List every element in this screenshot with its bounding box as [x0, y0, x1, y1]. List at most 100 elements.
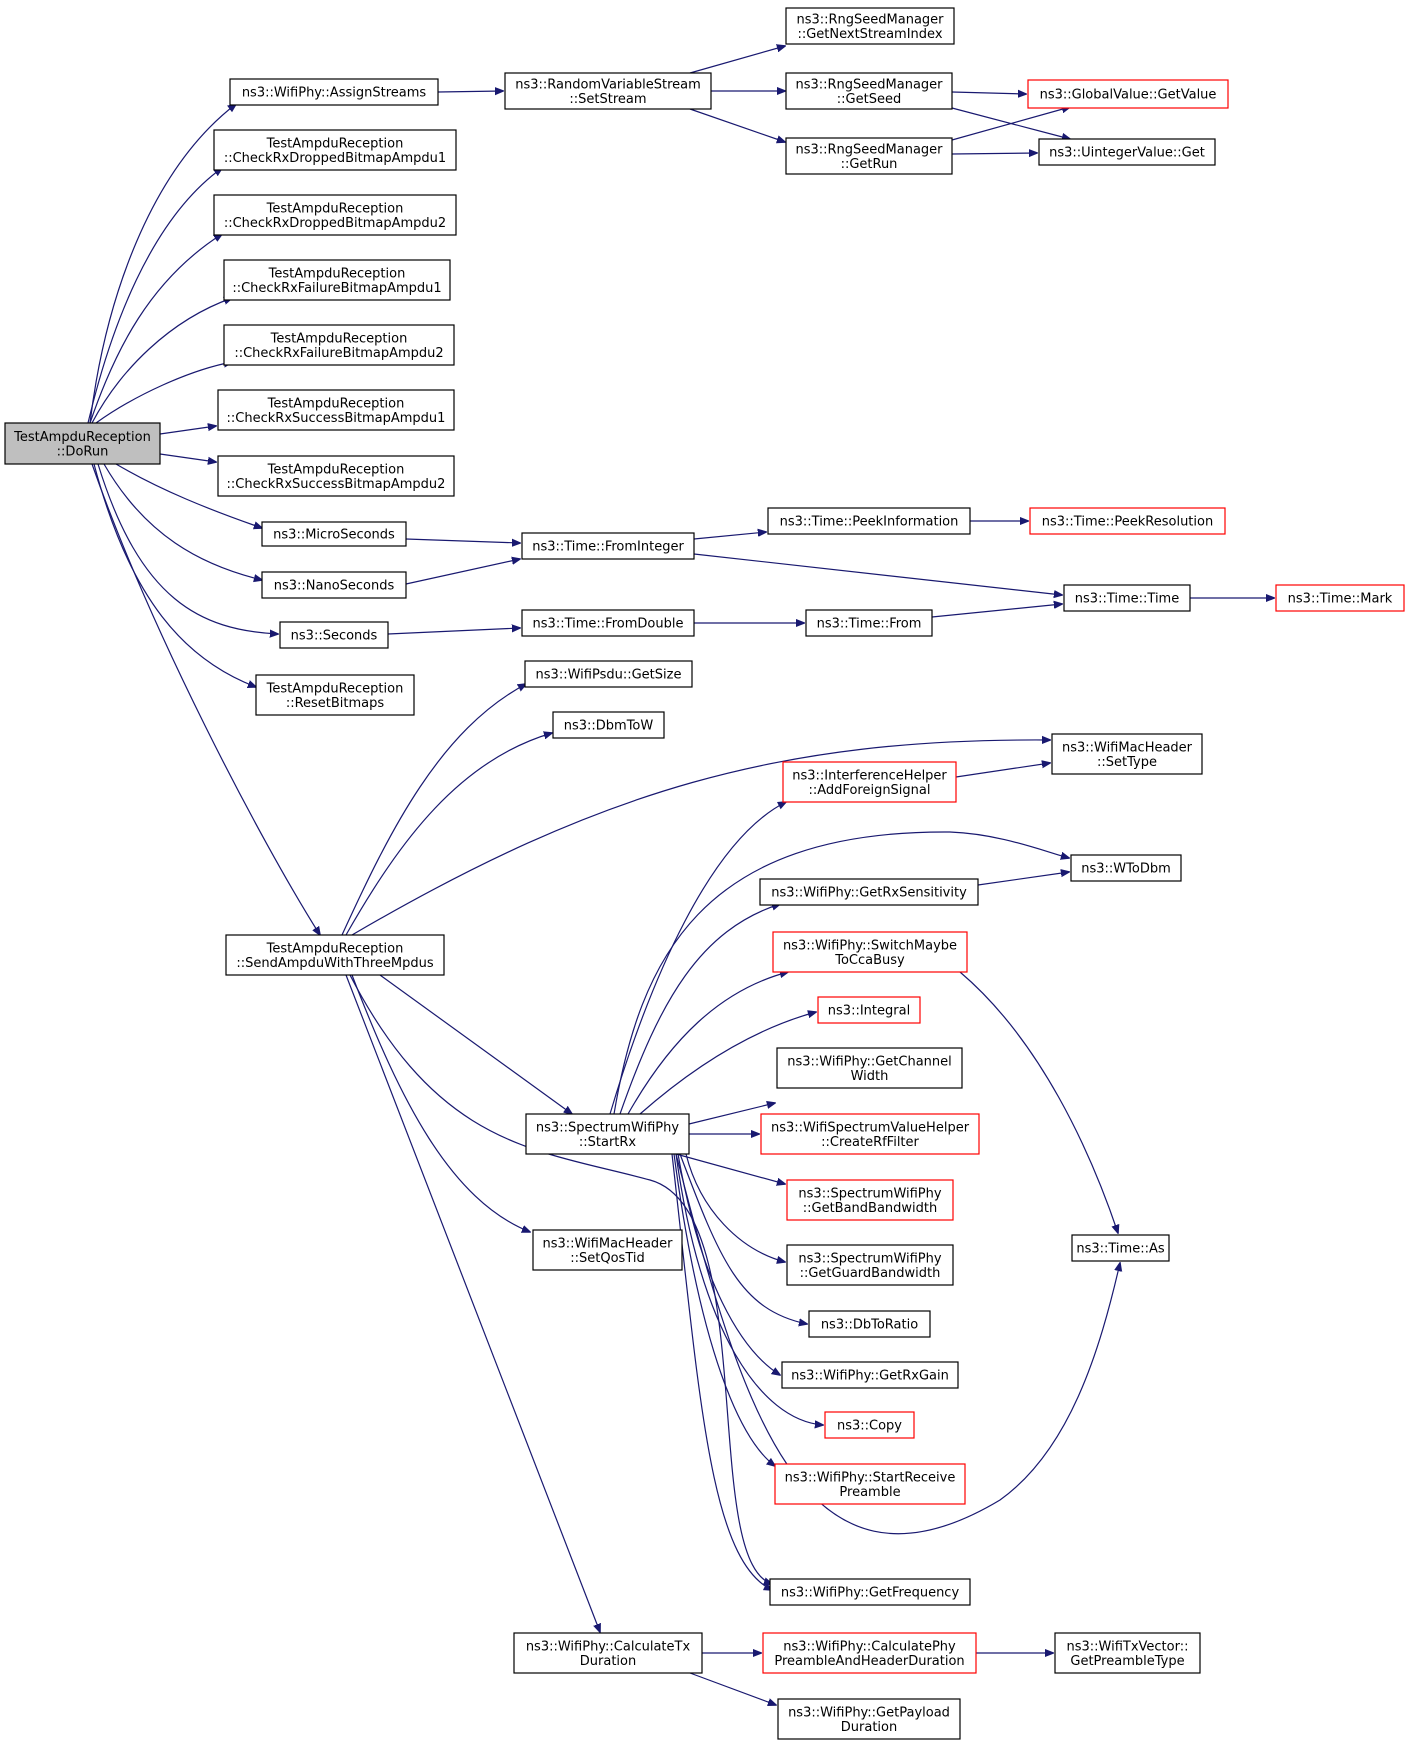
edge-micro-to-frominteger: [405, 538, 520, 543]
node-box: [777, 1698, 961, 1740]
node-assign[interactable]: ns3::WifiPhy::AssignStreams: [229, 78, 439, 106]
node-cdrop1[interactable]: TestAmpduReception::CheckRxDroppedBitmap…: [213, 129, 457, 171]
nodes-layer: TestAmpduReception::DoRun ns3::WifiPhy::A…: [4, 7, 1405, 1740]
node-rffilter[interactable]: ns3::WifiSpectrumValueHelper::CreateRfFi…: [760, 1113, 980, 1155]
node-label: ::GetNextStreamIndex: [797, 27, 942, 42]
node-setqos[interactable]: ns3::WifiMacHeader::SetQosTid: [532, 1229, 683, 1271]
node-label: Duration: [580, 1654, 636, 1669]
node-bandbw[interactable]: ns3::SpectrumWifiPhy::GetBandBandwidth: [786, 1179, 954, 1221]
node-box: [759, 878, 979, 906]
node-box: [552, 711, 665, 739]
edge-getseed-to-gvget: [951, 92, 1026, 94]
edge-frominteger-to-timetime: [693, 553, 1062, 595]
node-copy[interactable]: ns3::Copy: [824, 1411, 915, 1439]
node-wtodbm[interactable]: ns3::WToDbm: [1070, 854, 1182, 882]
node-box: [261, 571, 407, 599]
edge-dorun-to-cfail2: [95, 362, 232, 424]
node-label: ns3::Time::FromDouble: [533, 617, 684, 632]
node-uiget[interactable]: ns3::UintegerValue::Get: [1038, 138, 1216, 166]
node-seconds[interactable]: ns3::Seconds: [279, 621, 389, 649]
edge-from-to-timetime: [931, 604, 1062, 618]
node-label: ns3::UintegerValue::Get: [1049, 146, 1205, 161]
node-csucc2[interactable]: TestAmpduReception::CheckRxSuccessBitmap…: [217, 455, 455, 497]
node-settype[interactable]: ns3::WifiMacHeader::SetType: [1051, 733, 1203, 775]
edge-dorun-to-cfail1: [91, 298, 232, 424]
node-box: [1038, 138, 1216, 166]
node-label: ns3::WifiPhy::GetRxSensitivity: [771, 886, 967, 901]
node-box: [1029, 507, 1226, 535]
node-box: [774, 1463, 966, 1505]
edge-startrx-to-copy: [675, 1153, 823, 1425]
node-nextstream[interactable]: ns3::RngSeedManager::GetNextStreamIndex: [785, 7, 955, 45]
node-pretype[interactable]: ns3::WifiTxVector::GetPreambleType: [1054, 1632, 1201, 1674]
node-dorun[interactable]: TestAmpduReception::DoRun: [4, 422, 161, 465]
node-getseed[interactable]: ns3::RngSeedManager::GetSeed: [785, 72, 953, 110]
node-startrx[interactable]: ns3::SpectrumWifiPhy::StartRx: [525, 1113, 690, 1155]
node-label: TestAmpduReception: [266, 681, 404, 696]
node-calcphy[interactable]: ns3::WifiPhy::CalculatePhyPreambleAndHea…: [762, 1632, 977, 1674]
node-mark[interactable]: ns3::Time::Mark: [1275, 584, 1405, 612]
node-box: [776, 1047, 963, 1089]
node-rvs[interactable]: ns3::RandomVariableStream::SetStream: [504, 72, 712, 110]
node-box: [1070, 854, 1182, 882]
node-nano[interactable]: ns3::NanoSeconds: [261, 571, 407, 599]
edge-dorun-to-nano: [103, 463, 262, 580]
edge-startrx-to-wtodbm: [613, 831, 1069, 1115]
node-rxgain[interactable]: ns3::WifiPhy::GetRxGain: [781, 1361, 959, 1389]
edge-send-to-settype: [351, 740, 1050, 936]
node-box: [504, 72, 712, 110]
node-dbmtow[interactable]: ns3::DbmToW: [552, 711, 665, 739]
node-micro[interactable]: ns3::MicroSeconds: [261, 521, 407, 547]
node-cfail2[interactable]: TestAmpduReception::CheckRxFailureBitmap…: [223, 324, 455, 366]
node-frominteger[interactable]: ns3::Time::FromInteger: [521, 532, 695, 560]
node-csucc1[interactable]: TestAmpduReception::CheckRxSuccessBitmap…: [217, 389, 455, 431]
node-gvget[interactable]: ns3::GlobalValue::GetValue: [1027, 79, 1229, 109]
node-peekres[interactable]: ns3::Time::PeekResolution: [1029, 507, 1226, 535]
node-label: ::StartRx: [579, 1135, 637, 1150]
edges-layer: [87, 46, 1274, 1705]
edge-getrun-to-gvget: [951, 107, 1070, 141]
node-label: ::GetSeed: [837, 92, 901, 107]
node-label: ns3::Time::FromInteger: [532, 540, 684, 555]
node-label: ns3::RngSeedManager: [795, 77, 943, 92]
node-timeas[interactable]: ns3::Time::As: [1071, 1234, 1170, 1262]
node-foreign[interactable]: ns3::InterferenceHelper::AddForeignSigna…: [782, 761, 957, 803]
node-box: [786, 1244, 954, 1286]
node-psdusize[interactable]: ns3::WifiPsdu::GetSize: [524, 660, 693, 688]
node-label: ns3::WifiPhy::GetRxGain: [791, 1369, 949, 1384]
node-box: [255, 674, 415, 716]
node-label: TestAmpduReception: [267, 396, 405, 411]
node-cdrop2[interactable]: TestAmpduReception::CheckRxDroppedBitmap…: [213, 194, 457, 236]
node-label: ns3::Time::From: [817, 617, 922, 632]
node-integral[interactable]: ns3::Integral: [817, 996, 921, 1024]
edge-dorun-to-send: [91, 463, 320, 935]
node-peekinfo[interactable]: ns3::Time::PeekInformation: [767, 507, 971, 535]
node-getrun[interactable]: ns3::RngSeedManager::GetRun: [785, 137, 953, 175]
node-box: [525, 1113, 690, 1155]
node-box: [817, 996, 921, 1024]
edge-nano-to-frominteger: [405, 559, 520, 585]
node-fromdouble[interactable]: ns3::Time::FromDouble: [521, 609, 695, 637]
node-send[interactable]: TestAmpduReception::SendAmpduWithThreeMp…: [225, 934, 445, 976]
node-box: [229, 78, 439, 106]
node-label: TestAmpduReception: [266, 201, 404, 216]
node-label: ToCcaBusy: [834, 953, 905, 968]
edge-send-to-dbmtow: [345, 733, 552, 936]
edge-startrx-to-timeas: [675, 1153, 1120, 1535]
edge-getrun-to-uiget: [951, 153, 1037, 154]
node-cfail1[interactable]: TestAmpduReception::CheckRxFailureBitmap…: [223, 259, 451, 301]
node-from[interactable]: ns3::Time::From: [805, 609, 933, 637]
node-box: [213, 194, 457, 236]
edge-dorun-to-csucc2: [159, 453, 216, 462]
node-guardbw[interactable]: ns3::SpectrumWifiPhy::GetGuardBandwidth: [786, 1244, 954, 1286]
node-dbtoratio[interactable]: ns3::DbToRatio: [808, 1310, 931, 1338]
node-reset[interactable]: TestAmpduReception::ResetBitmaps: [255, 674, 415, 716]
node-rxsens[interactable]: ns3::WifiPhy::GetRxSensitivity: [759, 878, 979, 906]
node-timetime[interactable]: ns3::Time::Time: [1063, 584, 1191, 612]
node-getfreq[interactable]: ns3::WifiPhy::GetFrequency: [769, 1578, 971, 1606]
